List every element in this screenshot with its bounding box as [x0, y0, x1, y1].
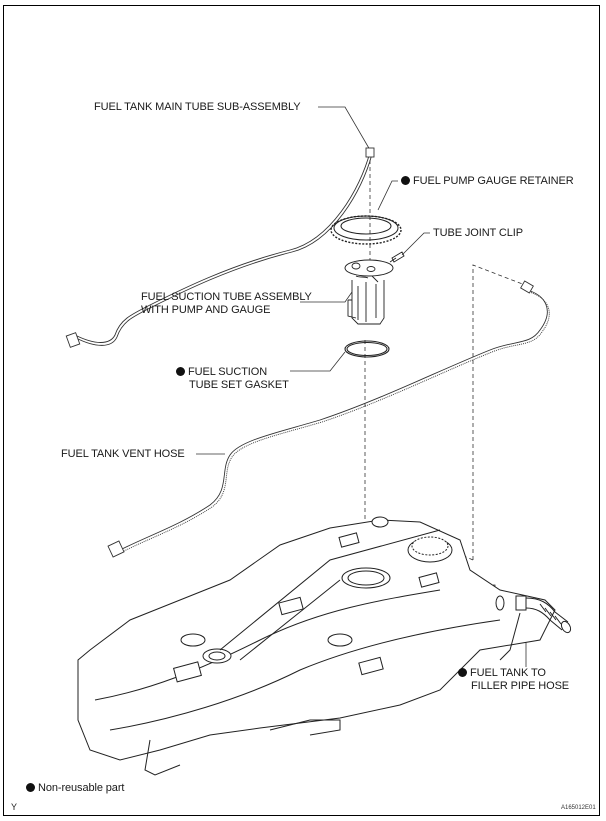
fuel-suction-tube-set-gasket [344, 340, 390, 358]
corner-mark: Y [11, 802, 18, 812]
leader-lines [196, 106, 527, 667]
label-line-1: FUEL SUCTION TUBE ASSEMBLY [141, 291, 312, 303]
label-line-2: FILLER PIPE HOSE [471, 680, 570, 692]
leader-clip [401, 232, 430, 256]
fuel-tank-vent-hose [107, 280, 550, 558]
leader-gasket [290, 351, 346, 372]
label-fuel-pump-gauge-retainer: FUEL PUMP GAUGE RETAINER [401, 175, 574, 188]
leader-retainer [377, 180, 398, 211]
non-reusable-marker-icon [401, 176, 410, 185]
tube-joint-clip [389, 251, 405, 263]
label-text: FUEL PUMP GAUGE RETAINER [413, 175, 574, 187]
fuel-tank [77, 516, 556, 776]
label-fuel-suction-tube-assembly: FUEL SUCTION TUBE ASSEMBLY WITH PUMP AND… [141, 291, 312, 317]
fuel-suction-tube-assembly [344, 259, 394, 325]
non-reusable-marker-icon [458, 668, 467, 677]
fuel-tank-main-tube [65, 147, 375, 348]
legend-non-reusable: Non-reusable part [26, 782, 124, 795]
fuel-pump-gauge-retainer [330, 215, 402, 245]
figure-id: A165012E01 [561, 805, 596, 811]
fuel-tank-to-filler-pipe-hose [495, 595, 572, 634]
label-fuel-tank-main-tube: FUEL TANK MAIN TUBE SUB-ASSEMBLY [94, 101, 301, 113]
label-line-1: FUEL SUCTION [188, 366, 268, 378]
label-line-1: FUEL TANK TO [470, 667, 546, 679]
legend-text: Non-reusable part [38, 782, 125, 794]
label-line-2: TUBE SET GASKET [189, 379, 289, 391]
non-reusable-marker-icon [176, 367, 185, 376]
label-fuel-tank-vent-hose: FUEL TANK VENT HOSE [61, 448, 185, 460]
non-reusable-legend-icon [26, 783, 35, 792]
label-tube-joint-clip: TUBE JOINT CLIP [433, 227, 523, 239]
label-fuel-suction-tube-set-gasket: FUEL SUCTION TUBE SET GASKET [176, 366, 289, 392]
diagram-frame [3, 5, 600, 816]
label-line-2: WITH PUMP AND GAUGE [141, 304, 271, 316]
leader-suction-tube [300, 291, 353, 303]
label-fuel-tank-to-filler-pipe-hose: FUEL TANK TO FILLER PIPE HOSE [458, 667, 569, 693]
leader-main-tube [318, 106, 371, 151]
